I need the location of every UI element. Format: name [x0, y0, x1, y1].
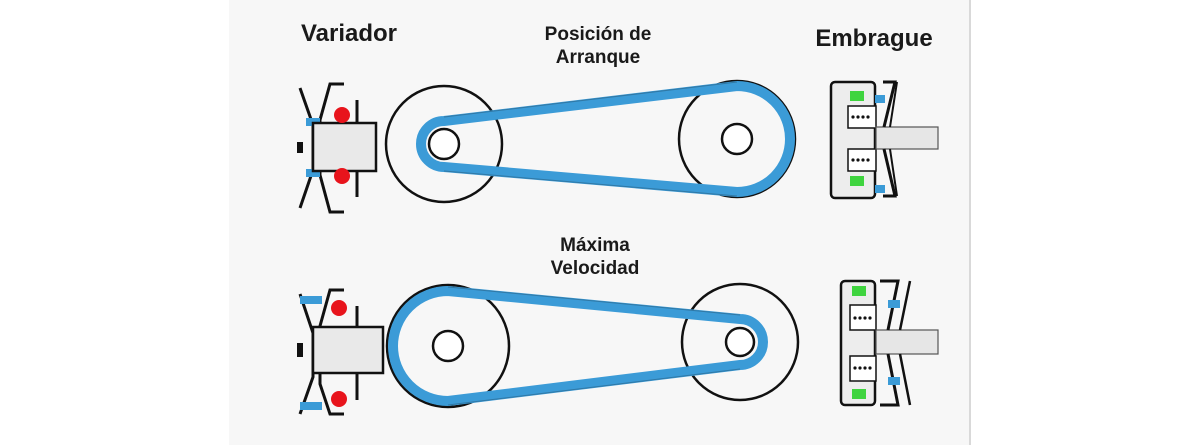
start-position-title: Posición de Arranque [518, 23, 678, 69]
embrague-label: Embrague [815, 25, 933, 52]
roller-ball-icon [334, 168, 350, 184]
spring-pad-icon [850, 176, 864, 186]
driven-pulley-bottom [680, 282, 800, 402]
belt-bottom [388, 286, 768, 406]
roller-ball-icon [331, 391, 347, 407]
variator-top-shaft [311, 121, 378, 173]
clutch-top-belt-lower [875, 185, 885, 193]
max-speed-line1: Máxima [560, 235, 630, 256]
clutch-top-belt-upper [875, 95, 885, 103]
pulleys-top [384, 79, 797, 204]
pulleys-bottom [385, 282, 800, 409]
clutch-bottom-shaft [875, 329, 939, 355]
variator-bottom-shaft [311, 325, 385, 375]
drive-pulley-top [384, 84, 504, 204]
drive-pulley-bottom [385, 283, 511, 409]
belt-top [416, 81, 795, 197]
variador-label: Variador [300, 20, 398, 47]
start-position-line2: Arranque [555, 47, 641, 68]
panel-divider [969, 0, 971, 445]
variator-bottom-belt-lower [300, 402, 322, 410]
variator-top-belt-lower [306, 169, 320, 177]
roller-ball-icon [334, 107, 350, 123]
clutch-bottom-belt-upper [888, 300, 900, 308]
clutch-top [829, 80, 939, 200]
driven-hub-bottom [724, 326, 756, 358]
driven-hub-top [720, 122, 754, 156]
roller-ball-icon [331, 300, 347, 316]
drive-hub-bottom [431, 329, 465, 363]
max-speed-line2: Velocidad [550, 258, 640, 279]
start-position-line1: Posición de [544, 24, 652, 45]
variator-bottom-belt-upper [300, 296, 322, 304]
spring-pad-icon [852, 286, 866, 296]
clutch-top-shaft [875, 126, 939, 150]
clutch-bottom-belt-lower [888, 377, 900, 385]
clutch-bottom [839, 279, 939, 407]
drive-hub-top [427, 127, 461, 161]
max-speed-title: Máxima Velocidad [520, 234, 670, 280]
spring-pad-icon [850, 91, 864, 101]
spring-pad-icon [852, 389, 866, 399]
variator-top [297, 82, 378, 214]
variator-bottom [297, 288, 385, 416]
